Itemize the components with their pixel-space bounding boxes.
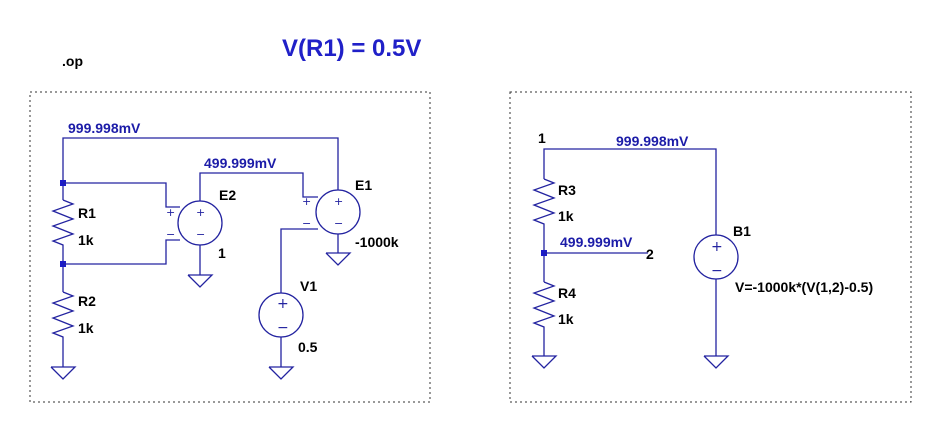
ground-icon: [268, 366, 295, 380]
resistor-r3[interactable]: [532, 178, 556, 282]
e2-value[interactable]: 1: [218, 245, 226, 261]
r4-value[interactable]: 1k: [558, 311, 574, 327]
node-voltage-label: 499.999mV: [204, 155, 277, 171]
node-voltage-label: 999.998mV: [616, 133, 689, 149]
r1-value[interactable]: 1k: [78, 232, 94, 248]
v1-value[interactable]: 0.5: [298, 339, 318, 355]
left-circuit: + − + − + − + − + − 999.998mV 499.999mV …: [29, 91, 431, 403]
resistor-r1[interactable]: [51, 199, 75, 292]
r4-name: R4: [558, 285, 576, 301]
minus-icon: −: [711, 263, 723, 279]
wire-mid[interactable]: [199, 172, 318, 201]
minus-icon: −: [302, 217, 311, 230]
right-circuit: + − 1 2 999.998mV 499.999mV R3 1k R4 1k …: [509, 91, 912, 403]
op-directive[interactable]: .op: [62, 53, 83, 69]
net-label-2[interactable]: 2: [646, 246, 654, 262]
plus-icon: +: [711, 239, 723, 255]
node-voltage-label: 999.998mV: [68, 120, 141, 136]
ground-icon: [325, 252, 352, 266]
wire[interactable]: [63, 182, 180, 208]
e1-name: E1: [355, 177, 372, 193]
v1-name: V1: [300, 278, 317, 294]
ground-icon: [50, 366, 77, 380]
wire-top[interactable]: [62, 137, 339, 190]
minus-icon: −: [196, 228, 205, 241]
minus-icon: −: [334, 217, 343, 230]
resistor-r4[interactable]: [532, 281, 556, 356]
e2-name: E2: [219, 187, 236, 203]
title-annotation: V(R1) = 0.5V: [282, 35, 421, 62]
b1-name: B1: [733, 223, 751, 239]
net-label-1[interactable]: 1: [538, 130, 546, 146]
r3-name: R3: [558, 182, 576, 198]
plus-icon: +: [334, 195, 343, 208]
r3-value[interactable]: 1k: [558, 208, 574, 224]
node-voltage-label: 499.999mV: [560, 234, 633, 250]
right-circuit-frame: [509, 91, 912, 403]
plus-icon: +: [166, 206, 175, 219]
wire-node1[interactable]: [543, 148, 717, 235]
b1-value[interactable]: V=-1000k*(V(1,2)-0.5): [735, 279, 873, 295]
minus-icon: −: [277, 320, 289, 336]
plus-icon: +: [196, 206, 205, 219]
ground-icon: [703, 355, 730, 369]
resistor-r2[interactable]: [51, 291, 75, 367]
wire[interactable]: [280, 228, 318, 293]
r2-name: R2: [78, 293, 96, 309]
plus-icon: +: [302, 195, 311, 208]
left-circuit-frame: [29, 91, 431, 403]
r2-value[interactable]: 1k: [78, 320, 94, 336]
wire[interactable]: [63, 239, 180, 265]
plus-icon: +: [277, 296, 289, 312]
e1-value[interactable]: -1000k: [355, 234, 399, 250]
ground-icon: [187, 274, 214, 288]
ground-icon: [531, 355, 558, 369]
minus-icon: −: [166, 228, 175, 241]
r1-name: R1: [78, 205, 96, 221]
